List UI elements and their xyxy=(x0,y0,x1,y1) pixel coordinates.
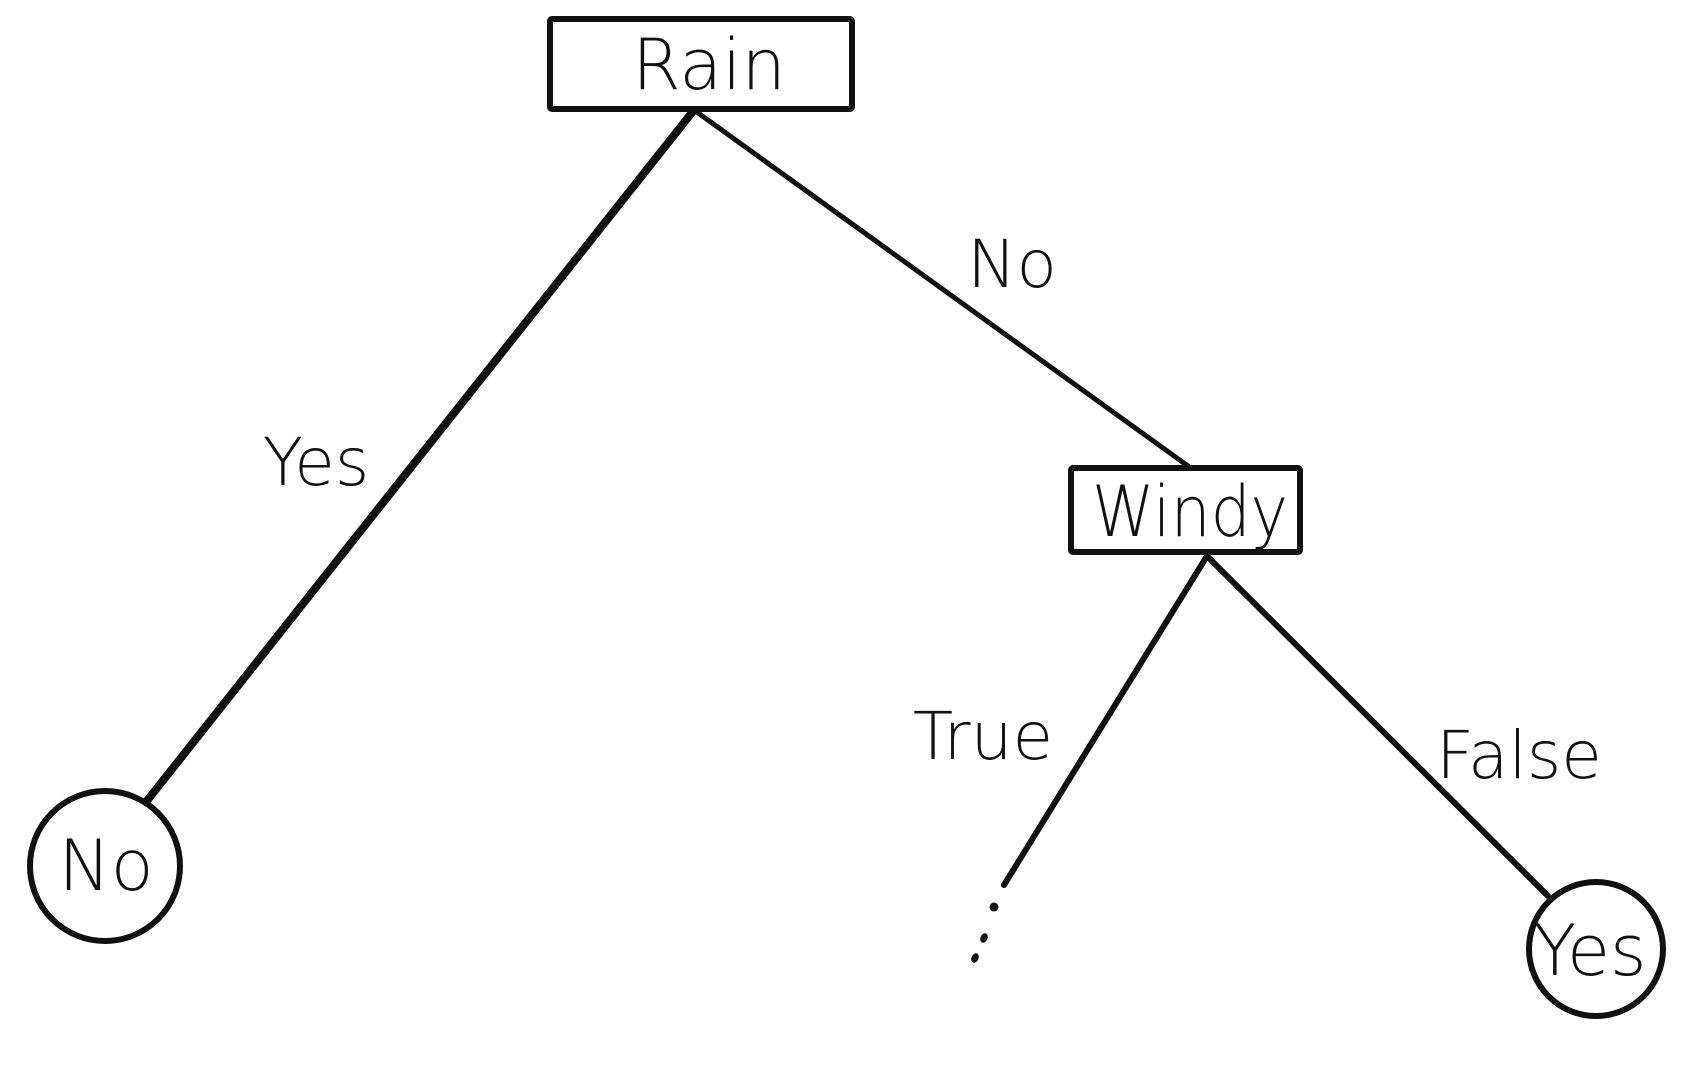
edge-rain-yes xyxy=(142,106,698,806)
node-rain-label: Rain xyxy=(632,24,786,106)
node-windy-box xyxy=(1068,465,1303,555)
leaf-no-circle xyxy=(27,788,183,944)
edge-rain-no xyxy=(691,107,1191,469)
edge-rain-yes-label: Yes xyxy=(263,424,370,501)
ellipsis-icon xyxy=(971,902,999,963)
leaf-yes-circle xyxy=(1526,879,1666,1019)
edge-rain-no-label: No xyxy=(967,226,1057,303)
edge-windy-false-label: False xyxy=(1436,717,1602,794)
node-windy-label: Windy xyxy=(1092,471,1288,553)
edge-windy-false xyxy=(1204,553,1551,899)
node-rain-box xyxy=(547,16,855,112)
edge-windy-true xyxy=(1001,553,1210,888)
edge-windy-true-label: True xyxy=(913,698,1053,775)
leaf-yes-label: Yes xyxy=(1534,910,1647,992)
leaf-no-label: No xyxy=(58,825,153,907)
